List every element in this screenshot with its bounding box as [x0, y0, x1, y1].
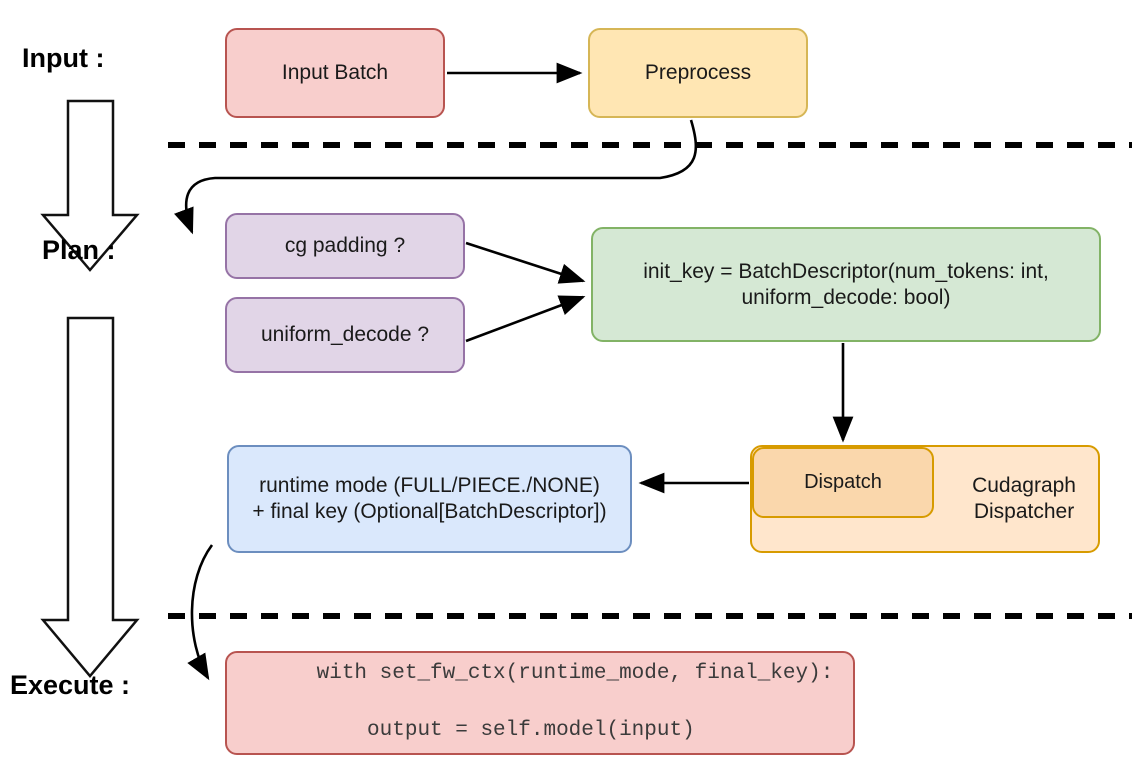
node-uniform-decode-label: uniform_decode ? [260, 323, 430, 347]
stage-label-input: Input : [22, 43, 105, 73]
stage-label-execute: Execute : [10, 670, 131, 700]
node-exec-code-line1: with set_fw_ctx(runtime_mode, final_key)… [316, 662, 834, 686]
node-dispatch[interactable]: Dispatch [752, 447, 934, 518]
node-runtime-mode[interactable]: runtime mode (FULL/PIECE./NONE) + final … [227, 445, 632, 553]
stage-label-plan: Plan : [42, 235, 116, 265]
node-cg-padding[interactable]: cg padding ? [225, 213, 465, 279]
node-runtime-mode-line2: + final key (Optional[BatchDescriptor]) [252, 500, 607, 523]
node-init-key[interactable]: init_key = BatchDescriptor(num_tokens: i… [591, 227, 1101, 342]
node-uniform-decode[interactable]: uniform_decode ? [225, 297, 465, 373]
node-input-batch-label: Input Batch [281, 61, 389, 85]
node-init-key-line1: init_key = BatchDescriptor(num_tokens: i… [643, 259, 1049, 283]
node-preprocess[interactable]: Preprocess [588, 28, 808, 118]
node-exec-code[interactable]: with set_fw_ctx(runtime_mode, final_key)… [225, 651, 855, 755]
node-exec-code-line2: output = self.model(input) [316, 719, 695, 743]
node-init-key-line2: uniform_decode: bool) [741, 285, 951, 309]
node-cudagraph-dispatcher-line1: Cudagraph [972, 474, 1076, 498]
arrow-runtime-mode-to-exec-code [187, 544, 214, 681]
node-preprocess-label: Preprocess [644, 61, 752, 85]
stage-arrow-plan-to-execute [40, 316, 140, 678]
node-input-batch[interactable]: Input Batch [225, 28, 445, 118]
node-cudagraph-dispatcher-line2: Dispatcher [973, 500, 1075, 523]
node-cg-padding-label: cg padding ? [284, 234, 406, 258]
arrow-uniform-decode-to-init-key [465, 295, 586, 343]
node-dispatch-label: Dispatch [804, 471, 882, 494]
arrow-cg-padding-to-init-key [465, 241, 586, 284]
node-runtime-mode-line1: runtime mode (FULL/PIECE./NONE) [259, 474, 600, 498]
